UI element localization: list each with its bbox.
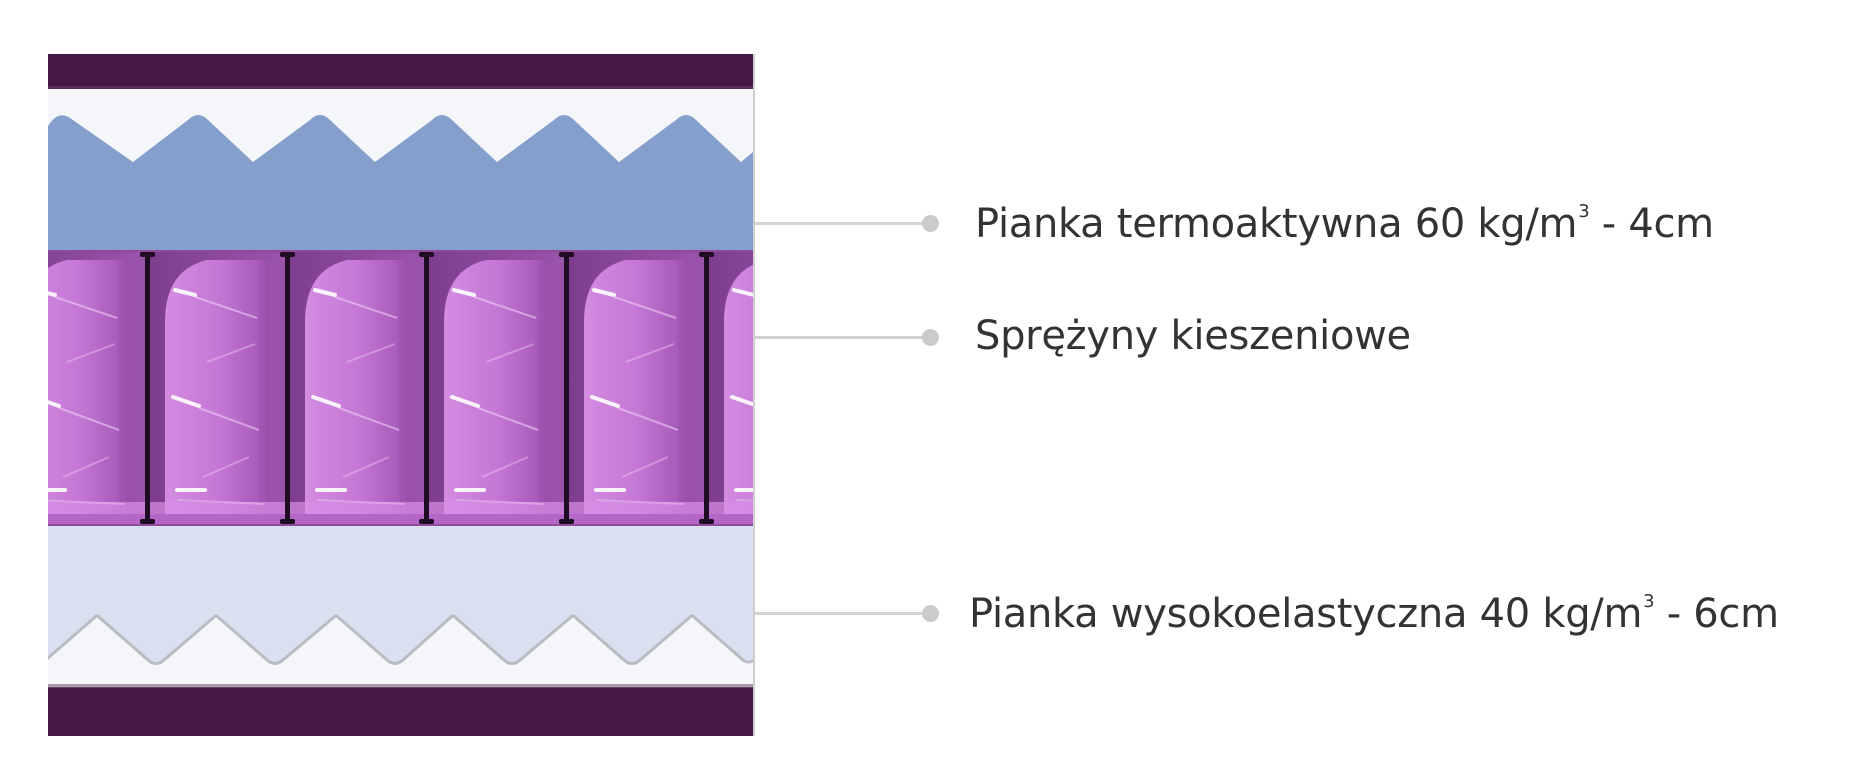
leader-dot-springs [922,329,939,346]
label-top-foam-sup: 3 [1578,201,1590,222]
leader-dot-bottom-foam [922,605,939,622]
diagram-edge-border [753,54,755,736]
label-springs: Sprężyny kieszeniowe [975,316,1411,356]
label-bottom-foam-text: Pianka wysokoelastyczna 40 kg/m [969,591,1643,637]
leader-line-springs [755,336,928,339]
label-top-foam: Pianka termoaktywna 60 kg/m3 - 4cm [975,201,1714,247]
label-top-foam-suffix: - 4cm [1589,201,1714,247]
leader-dot-top-foam [922,215,939,232]
leader-line-bottom-foam [755,612,928,615]
top-foam-wave [48,115,753,250]
leader-line-top-foam [755,222,928,225]
label-bottom-foam: Pianka wysokoelastyczna 40 kg/m3 - 6cm [969,591,1779,637]
cover-top-band [48,54,753,88]
label-springs-text: Sprężyny kieszeniowe [975,313,1411,359]
label-bottom-foam-sup: 3 [1643,591,1655,612]
mattress-cross-section [48,54,753,736]
label-bottom-foam-suffix: - 6cm [1654,591,1779,637]
label-top-foam-text: Pianka termoaktywna 60 kg/m [975,201,1578,247]
pocket-springs-layer [48,250,753,526]
